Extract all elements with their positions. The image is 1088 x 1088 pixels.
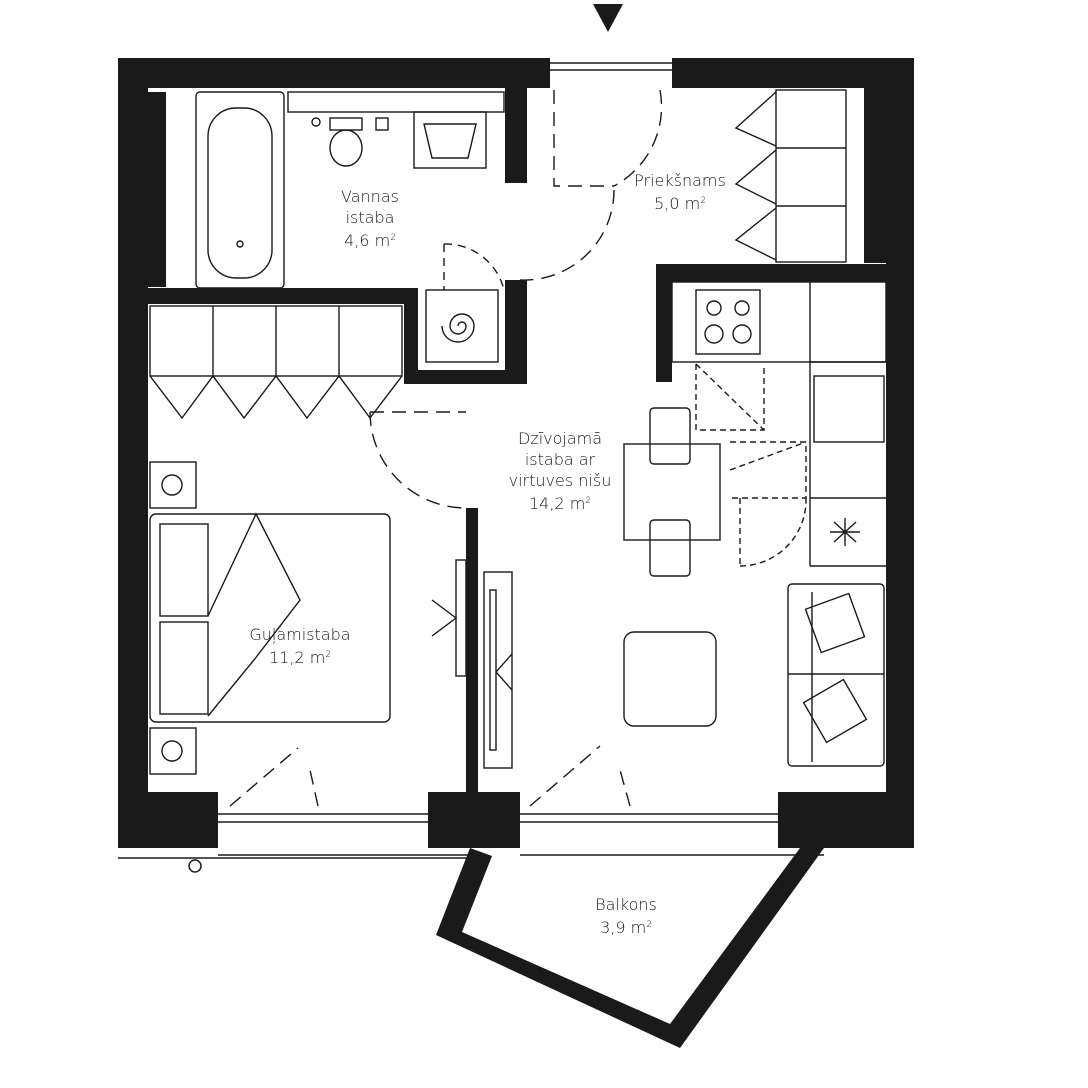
room-name: Dzīvojamā xyxy=(517,429,603,448)
room-name: Vannas xyxy=(341,187,399,206)
entrance-marker-icon xyxy=(593,4,623,32)
balcony-walls xyxy=(436,848,824,1048)
room-name: Guļamistaba xyxy=(249,625,351,644)
tv-cabinet xyxy=(483,571,513,769)
washing-machine-icon xyxy=(425,289,499,363)
windows xyxy=(118,62,778,873)
room-label-balcony: Balkons 3,9 m2 xyxy=(566,894,686,938)
room-name: virtuves nišu xyxy=(508,471,612,490)
room-area: 3,9 m2 xyxy=(600,918,652,937)
dining-table xyxy=(623,443,721,541)
bathtub-icon xyxy=(195,91,285,289)
nightstand-icon xyxy=(149,461,197,509)
sofa-icon xyxy=(787,583,885,767)
room-label-bathroom: Vannas istaba 4,6 m2 xyxy=(310,186,430,251)
hall-wardrobe xyxy=(775,89,847,263)
fixtures xyxy=(149,89,887,807)
room-area: 4,6 m2 xyxy=(344,231,396,250)
room-label-living: Dzīvojamā istaba ar virtuves nišu 14,2 m… xyxy=(490,428,630,514)
cooktop-icon xyxy=(695,289,761,355)
walls xyxy=(118,58,914,848)
room-area: 5,0 m2 xyxy=(654,194,706,213)
kitchen-sink-icon xyxy=(813,375,885,443)
room-name: Priekšnams xyxy=(634,171,726,190)
room-name: Balkons xyxy=(595,895,657,914)
toilet-icon xyxy=(329,129,363,167)
nightstand-icon xyxy=(149,727,197,775)
room-label-bedroom: Guļamistaba 11,2 m2 xyxy=(230,624,370,668)
room-name: istaba ar xyxy=(524,450,596,469)
bed-icon xyxy=(149,513,391,723)
ottoman-icon xyxy=(623,631,717,727)
room-area: 14,2 m2 xyxy=(528,494,592,513)
room-label-hall: Priekšnams 5,0 m2 xyxy=(610,170,750,214)
room-name: istaba xyxy=(345,208,395,227)
room-area: 11,2 m2 xyxy=(268,648,332,667)
bathroom-sink-icon xyxy=(413,111,487,169)
